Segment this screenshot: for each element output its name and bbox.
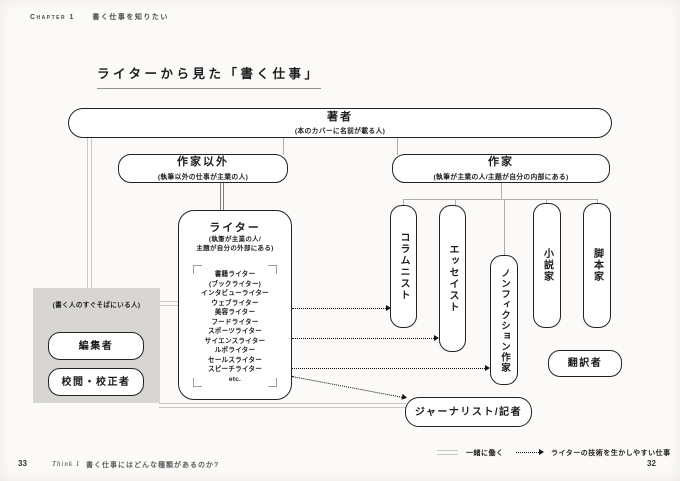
chapter-header: Chapter 1 書く仕事を知りたい (30, 12, 169, 22)
node-lighter-subtitle-line2: 主題が自分の外部にある) (196, 244, 274, 252)
node-writer-title: 作家 (488, 156, 514, 169)
arrowhead-icon (539, 448, 544, 455)
connector-drop-novelist (546, 199, 547, 204)
connector-drop-essayist (455, 199, 456, 206)
node-proofreader-title: 校閲・校正者 (61, 376, 131, 388)
node-non-writer: 作家以外 (執筆以外の仕事が主業の人) (118, 154, 288, 183)
legend-together-line-icon (437, 450, 458, 455)
connector-drop-columnist (403, 199, 404, 206)
node-author-title: 著者 (327, 110, 353, 123)
node-lighter-subtitle: (執筆が主業の人/ 主題が自分の外部にある) (196, 236, 273, 253)
chapter-title: 書く仕事を知りたい (92, 14, 169, 21)
together-line-author-panel (87, 137, 92, 288)
legend-skill-label: ライターの技術を生かしやすい仕事 (551, 450, 671, 457)
arrowhead-icon (434, 334, 439, 341)
together-line-panel-journalist (159, 403, 406, 408)
arrow-lighter-essayist (292, 334, 439, 341)
legend-together-label: 一緒に働く (466, 450, 504, 457)
node-editor-title: 編集者 (78, 340, 114, 352)
list-item: スピーチライター (207, 366, 263, 373)
node-lighter-title: ライター (209, 222, 261, 234)
connector-writer-stem (501, 182, 502, 199)
connector-author-writer (397, 138, 398, 155)
node-non-writer-subtitle: (執筆以外の仕事が主業の人) (157, 173, 249, 181)
chapter-label: Chapter 1 (30, 14, 75, 21)
together-line-panel-lighter (159, 301, 179, 306)
node-writer: 作家 (執筆が主業の人/主題が自分の内部にある) (392, 154, 610, 183)
list-item: 書籍ライター (214, 271, 256, 278)
connector-writer-bar (403, 199, 598, 200)
footer-caption: 書く仕事にはどんな種類があるのか? (86, 462, 220, 469)
list-item: フードライター (211, 318, 259, 326)
bracket-corner-icon (193, 378, 202, 387)
connector-drop-nonfiction (504, 199, 505, 255)
arrow-lighter-nonfiction (292, 364, 490, 371)
node-translator: 翻訳者 (548, 350, 622, 377)
node-essayist: エッセイスト (439, 205, 466, 352)
node-editor: 編集者 (48, 332, 144, 360)
nearby-people-panel: (書く人のすぐそばにいる人) 編集者 校閲・校正者 (33, 288, 160, 403)
list-item: (ブックライター) (208, 280, 262, 288)
connector-nonwriter-lighter (220, 183, 224, 210)
node-journalist: ジャーナリスト/記者 (405, 397, 532, 427)
arrowhead-icon (485, 364, 490, 371)
list-item: etc. (228, 375, 242, 383)
node-novelist: 小説家 (533, 203, 561, 328)
node-lighter: ライター (執筆が主業の人/ 主題が自分の外部にある) 書籍ライター (ブックラ… (178, 210, 292, 400)
node-proofreader: 校閲・校正者 (48, 368, 144, 396)
node-writer-subtitle: (執筆が主業の人/主題が自分の内部にある) (433, 173, 569, 181)
node-scriptwriter: 脚本家 (583, 203, 611, 328)
arrowhead-icon (386, 304, 391, 311)
node-lighter-subtitle-line1: (執筆が主業の人/ (208, 236, 262, 244)
node-journalist-title: ジャーナリスト/記者 (414, 406, 523, 418)
footer-think-label: Think 1 (52, 460, 81, 468)
node-author-subtitle: (本のカバーに名前が載る人) (294, 128, 386, 136)
node-translator-title: 翻訳者 (567, 358, 603, 369)
arrow-lighter-journalist (291, 376, 408, 401)
node-nonfiction-writer: ノンフィクション作家 (490, 255, 518, 385)
arrow-lighter-columnist (292, 304, 391, 311)
node-columnist: コラムニスト (390, 205, 417, 328)
list-item: 美容ライター (214, 309, 256, 316)
list-item: セールスライター (207, 356, 263, 364)
legend-skill-arrow-icon (516, 448, 544, 455)
node-non-writer-title: 作家以外 (177, 156, 229, 169)
bracket-corner-icon (268, 378, 277, 387)
list-item: インタビューライター (201, 290, 269, 297)
bracket-corner-icon (193, 265, 202, 274)
list-item: サイエンスライター (204, 337, 266, 345)
connector-drop-scriptwriter (597, 199, 598, 204)
page-number-left: 33 (18, 459, 27, 468)
arrowhead-icon (401, 393, 408, 401)
connector-author-nonwriter (283, 138, 284, 155)
bracket-corner-icon (268, 265, 277, 274)
lighter-types-list: 書籍ライター (ブックライター) インタビューライター ウェブライター 美容ライ… (193, 265, 277, 387)
list-item: ルポライター (214, 347, 256, 354)
node-author: 著者 (本のカバーに名前が載る人) (68, 108, 612, 138)
list-item: ウェブライター (211, 299, 259, 307)
nearby-people-label: (書く人のすぐそばにいる人) (52, 302, 141, 309)
list-item: スポーツライター (208, 328, 262, 335)
page-title: ライターから見た「書く仕事」 (97, 63, 321, 89)
page-number-right: 32 (647, 459, 656, 468)
